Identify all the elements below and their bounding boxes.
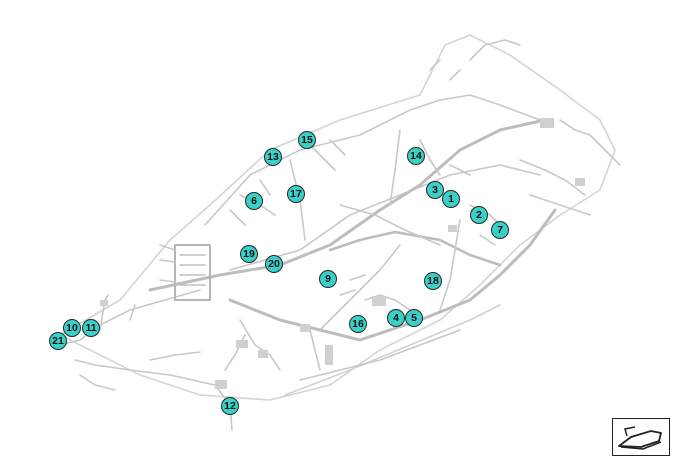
callout-label: 9 bbox=[325, 272, 331, 285]
callout-12: 12 bbox=[221, 397, 239, 415]
callout-11: 11 bbox=[82, 319, 100, 337]
callout-16: 16 bbox=[349, 315, 367, 333]
callout-label: 19 bbox=[243, 247, 255, 260]
callout-label: 5 bbox=[411, 311, 417, 324]
callout-label: 3 bbox=[432, 183, 438, 196]
callout-label: 21 bbox=[52, 334, 64, 347]
callout-label: 20 bbox=[268, 257, 280, 270]
callout-6: 6 bbox=[245, 192, 263, 210]
callout-label: 1 bbox=[448, 192, 454, 205]
callout-label: 15 bbox=[301, 133, 313, 146]
callout-3: 3 bbox=[426, 181, 444, 199]
callout-5: 5 bbox=[405, 309, 423, 327]
callout-14: 14 bbox=[407, 147, 425, 165]
callout-label: 13 bbox=[267, 150, 279, 163]
callout-label: 6 bbox=[251, 194, 257, 207]
callout-label: 2 bbox=[476, 208, 482, 221]
callout-19: 19 bbox=[240, 245, 258, 263]
callout-15: 15 bbox=[298, 131, 316, 149]
callout-20: 20 bbox=[265, 255, 283, 273]
callout-label: 7 bbox=[497, 223, 503, 236]
callout-label: 10 bbox=[66, 321, 78, 334]
callout-7: 7 bbox=[491, 221, 509, 239]
callout-18: 18 bbox=[424, 272, 442, 290]
callout-label: 12 bbox=[224, 399, 236, 412]
callout-label: 4 bbox=[393, 311, 399, 324]
callout-2: 2 bbox=[470, 206, 488, 224]
callout-10: 10 bbox=[63, 319, 81, 337]
callout-17: 17 bbox=[287, 185, 305, 203]
callout-label: 17 bbox=[290, 187, 302, 200]
callout-label: 14 bbox=[410, 149, 422, 162]
callout-21: 21 bbox=[49, 332, 67, 350]
vehicle-orientation-icon bbox=[612, 418, 670, 456]
vehicle-orientation-glyph bbox=[618, 426, 662, 450]
callout-9: 9 bbox=[319, 270, 337, 288]
callout-4: 4 bbox=[387, 309, 405, 327]
callout-13: 13 bbox=[264, 148, 282, 166]
callout-label: 18 bbox=[427, 274, 439, 287]
callout-1: 1 bbox=[442, 190, 460, 208]
callout-label: 11 bbox=[85, 321, 97, 334]
callout-label: 16 bbox=[352, 317, 364, 330]
